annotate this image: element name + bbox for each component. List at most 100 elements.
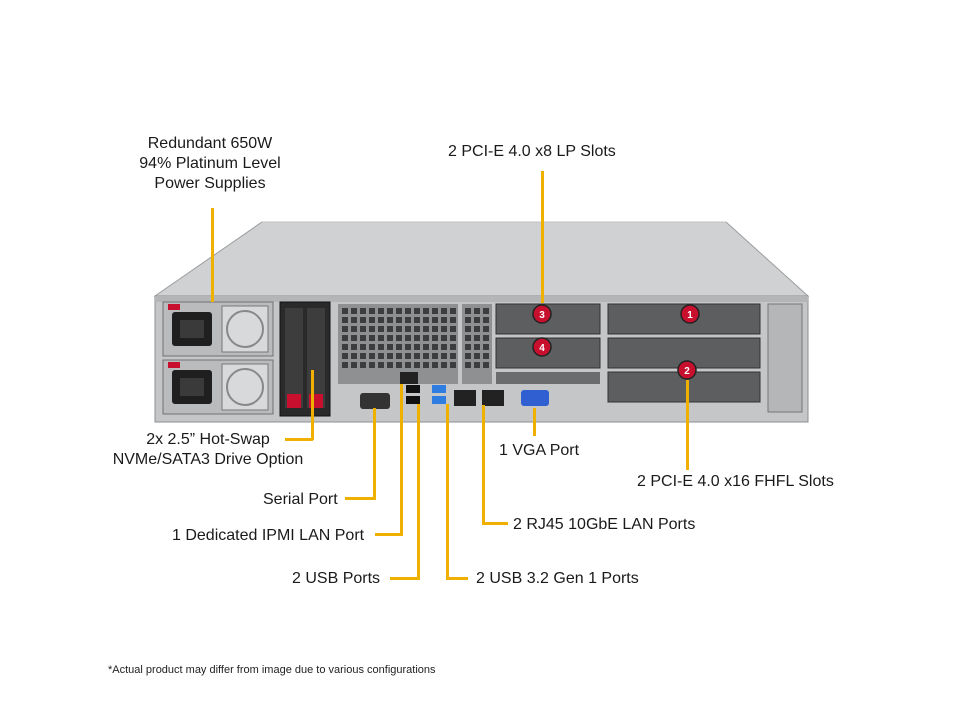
vent-hole [423,344,429,350]
vent-hole [474,335,480,341]
io-ports [360,372,549,409]
leader-pcie-fhfl [686,380,689,470]
label-power-supplies: Redundant 650W 94% Platinum Level Power … [110,134,310,194]
vent-hole [360,326,366,332]
leader-serial-h [345,497,376,500]
vent-hole [360,335,366,341]
leader-drive-v [311,370,314,440]
svg-text:4: 4 [539,343,545,354]
usb3-port-shape-2 [432,396,446,404]
vent-hole [351,326,357,332]
serial-port-shape [360,393,390,409]
vent-hole [351,335,357,341]
vent-hole [369,317,375,323]
vent-hole [465,335,471,341]
vent-hole [396,362,402,368]
vent-hole [474,362,480,368]
label-power-line-3: Power Supplies [154,175,266,192]
vent-hole [414,335,420,341]
vent-hole [342,353,348,359]
vent-hole [450,317,456,323]
vent-hole [474,344,480,350]
vent-hole [396,344,402,350]
vent-hole [432,362,438,368]
vent-hole [432,317,438,323]
vent-hole [396,353,402,359]
leader-usb32-v [446,404,449,580]
vent-hole [465,344,471,350]
label-drive-line-2: NVMe/SATA3 Drive Option [112,451,304,468]
vent-hole [360,362,366,368]
leader-power [211,208,214,302]
vent-hole [441,344,447,350]
slot-badge-4: 4 [532,337,552,357]
leader-usb-v [417,404,420,580]
vent-hole [414,326,420,332]
vent-hole [474,317,480,323]
vent-hole [351,317,357,323]
leader-serial-v [373,408,376,500]
vent-hole [387,326,393,332]
vent-hole [405,335,411,341]
vent-hole [405,308,411,314]
slot-badge-2: 2 [677,360,697,380]
vent-hole [378,344,384,350]
vent-hole [483,335,489,341]
svg-text:1: 1 [687,310,693,321]
vent-hole [387,344,393,350]
vent-hole [342,344,348,350]
vent-hole [351,344,357,350]
vent-hole [474,353,480,359]
vent-hole [423,317,429,323]
vent-hole [441,362,447,368]
vent-hole [342,326,348,332]
psu-2 [162,359,274,415]
label-ipmi-lan-port: 1 Dedicated IPMI LAN Port [172,527,365,544]
vent-hole [387,362,393,368]
vent-hole [405,344,411,350]
vent-hole [369,353,375,359]
vent-hole [432,326,438,332]
label-usb-ports: 2 USB Ports [292,570,381,587]
vent-hole [450,362,456,368]
vga-port-shape [521,390,549,406]
leader-drive-h [285,438,313,441]
vent-hole [378,362,384,368]
vent-hole [378,326,384,332]
rj45-port-shape-1 [454,390,476,406]
vent-hole [360,353,366,359]
vent-hole [483,326,489,332]
chassis-top-cover [153,221,810,297]
vent-hole [351,353,357,359]
vent-hole [405,326,411,332]
vent-hole [405,353,411,359]
footnote: *Actual product may differ from image du… [108,664,436,676]
rj45-port-shape-2 [482,390,504,406]
label-usb32-ports: 2 USB 3.2 Gen 1 Ports [476,570,639,587]
vent-hole [483,317,489,323]
vent-hole [387,317,393,323]
vent-hole [465,326,471,332]
leader-usb32-h [446,577,468,580]
vent-hole [450,308,456,314]
vent-hole [405,317,411,323]
vent-hole [378,353,384,359]
vent-hole [423,335,429,341]
label-drive-option: 2x 2.5” Hot-Swap NVMe/SATA3 Drive Option [100,430,316,470]
leader-pcie-lp [541,171,544,303]
vent-hole [441,353,447,359]
vent-holes-left [342,308,456,368]
label-pcie-fhfl-slots: 2 PCI-E 4.0 x16 FHFL Slots [637,473,834,490]
vent-hole [369,344,375,350]
vent-hole [414,353,420,359]
vent-hole [441,308,447,314]
vent-hole [342,308,348,314]
slot-badge-3: 3 [532,304,552,324]
vent-hole [432,335,438,341]
usb3-port-shape-1 [432,385,446,393]
ipmi-port-shape [400,372,418,384]
vent-hole [387,353,393,359]
vent-hole [441,326,447,332]
vent-hole [441,335,447,341]
